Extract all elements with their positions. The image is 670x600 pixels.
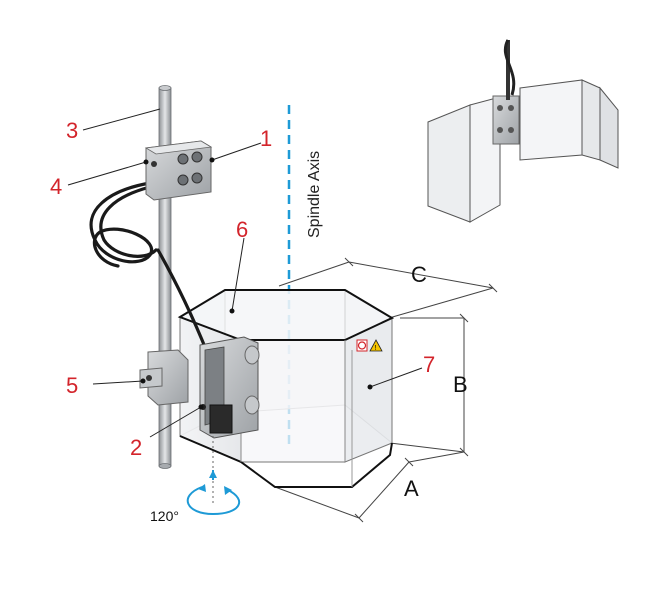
rotation-arrow-icon [209, 470, 217, 478]
callout-7: 7 [423, 352, 435, 377]
dimension-c-label: C [411, 262, 427, 287]
callout-3: 3 [66, 118, 78, 143]
rotation-indicator [186, 436, 240, 516]
svg-text:!: ! [375, 345, 377, 352]
dimension-b-label: B [453, 372, 468, 397]
safety-switch [199, 336, 260, 439]
lower-bracket [139, 349, 189, 406]
electrical-cable [89, 181, 209, 354]
warning-sticker [356, 339, 368, 352]
leader-dots [140, 157, 373, 410]
callout-1: 1 [260, 126, 272, 151]
dimension-lines [274, 257, 498, 523]
callout-2: 2 [130, 435, 142, 460]
hazard-triangle-icon [369, 339, 383, 352]
dimension-a-label: A [404, 476, 419, 501]
callout-5: 5 [66, 373, 78, 398]
callout-6: 6 [236, 217, 248, 242]
upper-clamp-bracket [144, 140, 213, 201]
leader-lines [67, 108, 423, 438]
spindle-axis-label: Spindle Axis [306, 151, 323, 238]
inset-guard-view [427, 39, 619, 223]
support-rod [158, 85, 172, 469]
callout-4: 4 [50, 174, 62, 199]
rotation-angle-label: 120° [150, 508, 179, 524]
